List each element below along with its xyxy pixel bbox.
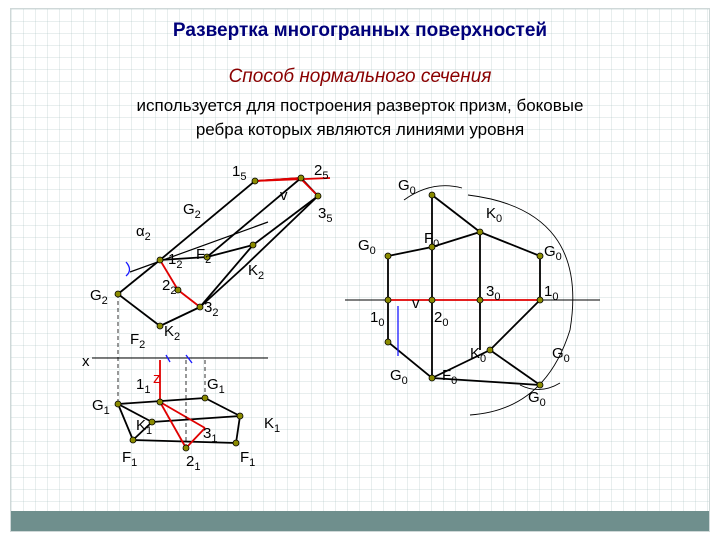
label-Gl-0-left: G0 xyxy=(358,237,376,257)
background-grid xyxy=(11,9,709,531)
label-Gl-1: G1 xyxy=(207,376,225,396)
label-G0-bottom: G0 xyxy=(528,389,546,409)
label-Kl-0: K0 xyxy=(486,205,502,225)
label-2-5: 25 xyxy=(314,162,328,182)
label-1-0-left: 10 xyxy=(370,309,384,329)
slide-title: Развертка многогранных поверхностей xyxy=(172,20,548,41)
label-2-2: 22 xyxy=(162,277,176,297)
frontal-projection xyxy=(117,177,319,327)
development xyxy=(387,194,541,386)
label-v-right: v xyxy=(412,295,420,312)
label-G2: G2 xyxy=(90,287,108,307)
label-3-2: 32 xyxy=(204,299,218,319)
construction-arcs xyxy=(403,185,574,416)
label-3-5: 35 xyxy=(318,205,332,225)
horizontal-section xyxy=(159,360,206,449)
label-v-top: v xyxy=(280,187,288,204)
label-Fl-2: F2 xyxy=(196,246,211,266)
label-1-5: 15 xyxy=(232,163,246,183)
label-1-1: 11 xyxy=(136,376,150,396)
label-2-0: 20 xyxy=(434,309,448,329)
projection-connectors xyxy=(117,294,206,448)
label-z-mark: z xyxy=(153,370,161,387)
label-Fl-1: F1 xyxy=(240,449,255,469)
label-G1: G1 xyxy=(92,397,110,417)
label-Kl-1: K1 xyxy=(264,415,280,435)
label-Fl-0: F0 xyxy=(424,230,439,250)
label-K0: K0 xyxy=(470,345,486,365)
label-Gl-2: G2 xyxy=(183,201,201,221)
label-K2: K2 xyxy=(164,323,180,343)
label-G0-left: G0 xyxy=(390,367,408,387)
label-3-0: 30 xyxy=(486,283,500,303)
point-labels: 15 25 35 α2 G2 12 F2 K2 22 32 G2 F2 K2 x… xyxy=(82,162,570,473)
alpha2-plane-line xyxy=(129,221,269,273)
label-G0-right: G0 xyxy=(552,345,570,365)
construction-points xyxy=(114,174,544,452)
label-Gl-0-right: G0 xyxy=(544,243,562,263)
label-F1: F1 xyxy=(122,449,137,469)
description-line-2: ребра которых являются линиями уровня xyxy=(195,120,525,139)
slide-subtitle: Способ нормального сечения xyxy=(228,66,492,87)
frontal-section xyxy=(159,177,331,308)
label-1-2: 12 xyxy=(168,251,182,271)
label-F0: F0 xyxy=(442,367,457,387)
label-K1: K1 xyxy=(136,417,152,437)
description-line-1: используется для построения разверток пр… xyxy=(136,96,584,115)
slide xyxy=(10,8,710,532)
slide-description: используется для построения разверток пр… xyxy=(60,94,660,142)
label-alpha-2: α2 xyxy=(136,223,151,243)
label-Gl-0-top: G0 xyxy=(398,177,416,197)
label-1-0-right: 10 xyxy=(544,283,558,303)
horizontal-projection xyxy=(117,397,241,444)
label-3-1: 31 xyxy=(203,425,217,445)
blue-dimension-marks xyxy=(125,261,399,364)
label-x-axis: x xyxy=(82,353,90,370)
label-Kl-2: K2 xyxy=(248,262,264,282)
label-2-1: 21 xyxy=(186,453,200,473)
label-F2: F2 xyxy=(130,331,145,351)
bottom-bar xyxy=(11,511,709,531)
